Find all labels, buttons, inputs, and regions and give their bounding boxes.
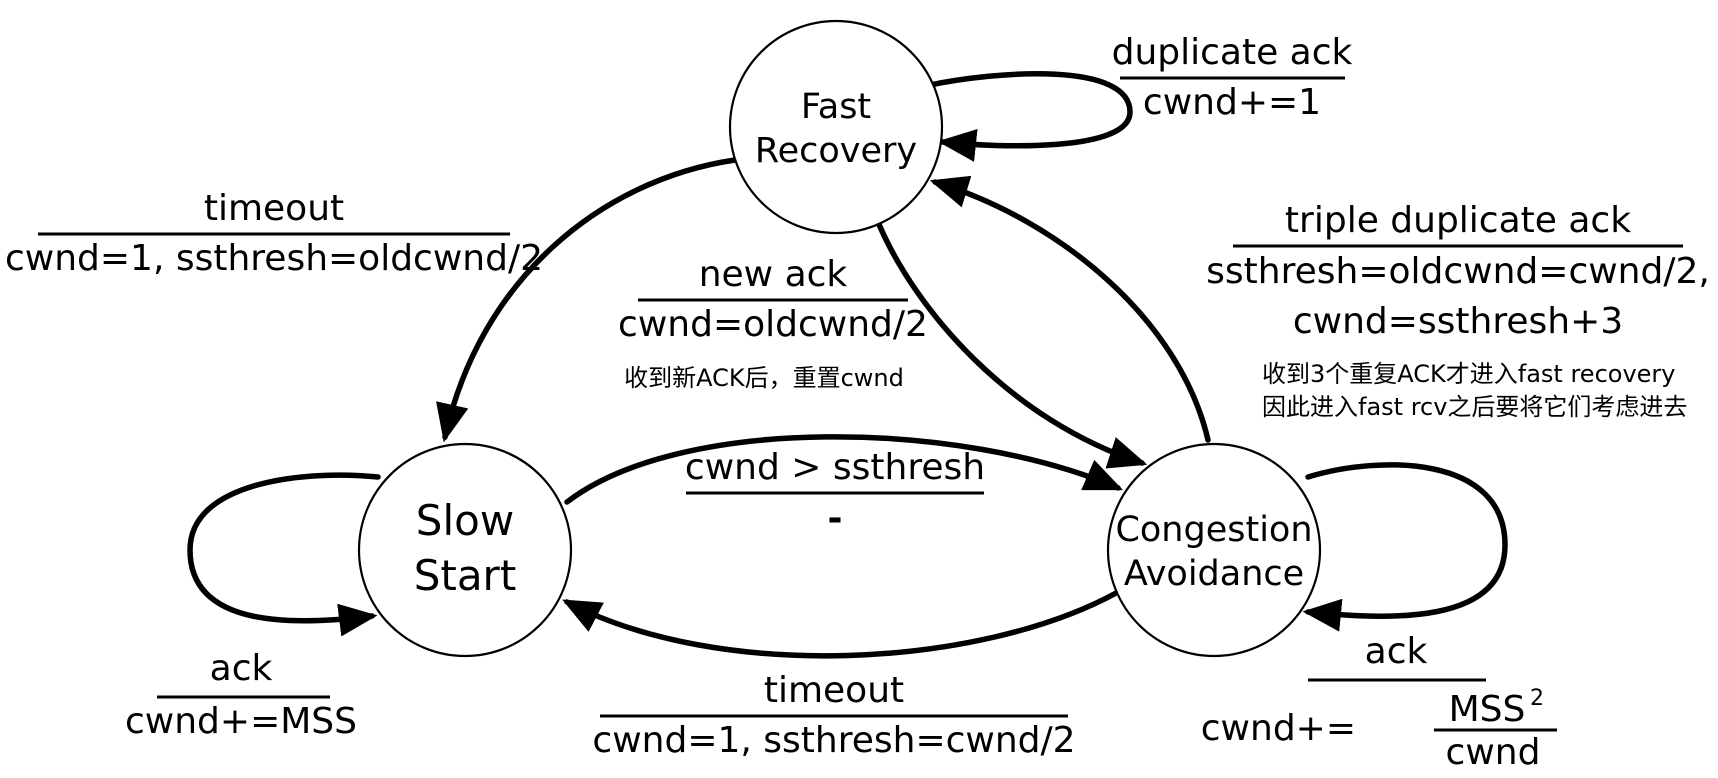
state-slow-start: Slow Start [357, 442, 573, 658]
state-congestion-avoidance-label-line1: Congestion [1115, 510, 1312, 550]
fr-to-ca-action: cwnd=oldcwnd/2 [618, 304, 928, 345]
state-fast-recovery-label-line1: Fast [801, 87, 871, 127]
state-fast-recovery-label-line2: Recovery [755, 131, 917, 171]
edge-congestion-avoidance-to-slow-start [562, 589, 1121, 659]
label-triple-duplicate-ack: triple duplicate ack ssthresh=oldcwnd=cw… [1206, 200, 1710, 421]
ca-self-action-prefix: cwnd+= [1201, 708, 1356, 749]
state-congestion-avoidance: Congestion Avoidance [1106, 442, 1322, 658]
ca-to-fr-action-line1: ssthresh=oldcwnd=cwnd/2, [1206, 251, 1710, 292]
edge-slow-start-self-loop [187, 472, 381, 637]
ca-to-fr-note-line2: 因此进入fast rcv之后要将它们考虑进去 [1262, 393, 1687, 421]
edge-fast-recovery-to-slow-start [436, 157, 738, 443]
edge-fast-recovery-self-loop [922, 71, 1133, 162]
ca-to-ss-event: timeout [764, 670, 904, 711]
edge-fast-recovery-to-congestion-avoidance [875, 219, 1148, 469]
label-timeout-top: timeout cwnd=1, ssthresh=oldcwnd/2 [5, 188, 543, 279]
ca-to-ss-action: cwnd=1, ssthresh=cwnd/2 [592, 720, 1075, 761]
ca-self-denominator: cwnd [1446, 732, 1541, 773]
fr-to-ca-note: 收到新ACK后，重置cwnd [624, 364, 904, 392]
ss-self-action: cwnd+=MSS [125, 701, 357, 742]
fr-to-ss-event: timeout [204, 188, 344, 229]
state-slow-start-label-line2: Start [414, 551, 517, 600]
edge-slow-start-to-congestion-avoidance [564, 434, 1124, 505]
ss-to-ca-action: - [828, 498, 843, 539]
ca-to-fr-note-line1: 收到3个重复ACK才进入fast recovery [1262, 360, 1675, 388]
fr-to-ss-action: cwnd=1, ssthresh=oldcwnd/2 [5, 238, 543, 279]
fr-self-event: duplicate ack [1112, 32, 1353, 73]
fr-to-ca-event: new ack [699, 254, 848, 295]
label-new-ack: new ack cwnd=oldcwnd/2 收到新ACK后，重置cwnd [618, 254, 928, 392]
label-timeout-bottom: timeout cwnd=1, ssthresh=cwnd/2 [592, 670, 1075, 761]
ca-to-fr-action-line2: cwnd=ssthresh+3 [1293, 301, 1623, 342]
edge-congestion-avoidance-self-loop [1302, 462, 1508, 632]
label-ack-congestion-avoidance: ack cwnd+= MSS 2 cwnd [1201, 631, 1557, 773]
edge-congestion-avoidance-to-fast-recovery [929, 175, 1211, 443]
ss-self-event: ack [210, 648, 273, 689]
state-fast-recovery: Fast Recovery [728, 19, 944, 235]
state-slow-start-label-line1: Slow [416, 496, 514, 545]
ss-to-ca-event: cwnd > ssthresh [685, 447, 985, 488]
ca-self-numerator: MSS [1449, 689, 1526, 730]
label-ack-slow-start: ack cwnd+=MSS [125, 648, 357, 742]
label-cwnd-gt-ssthresh: cwnd > ssthresh - [685, 447, 985, 539]
state-congestion-avoidance-label-line2: Avoidance [1124, 554, 1304, 594]
label-duplicate-ack: duplicate ack cwnd+=1 [1112, 32, 1353, 123]
ca-self-exponent: 2 [1530, 686, 1544, 711]
ca-self-event: ack [1365, 631, 1428, 672]
fr-self-action: cwnd+=1 [1143, 82, 1321, 123]
ca-to-fr-event: triple duplicate ack [1285, 200, 1631, 241]
